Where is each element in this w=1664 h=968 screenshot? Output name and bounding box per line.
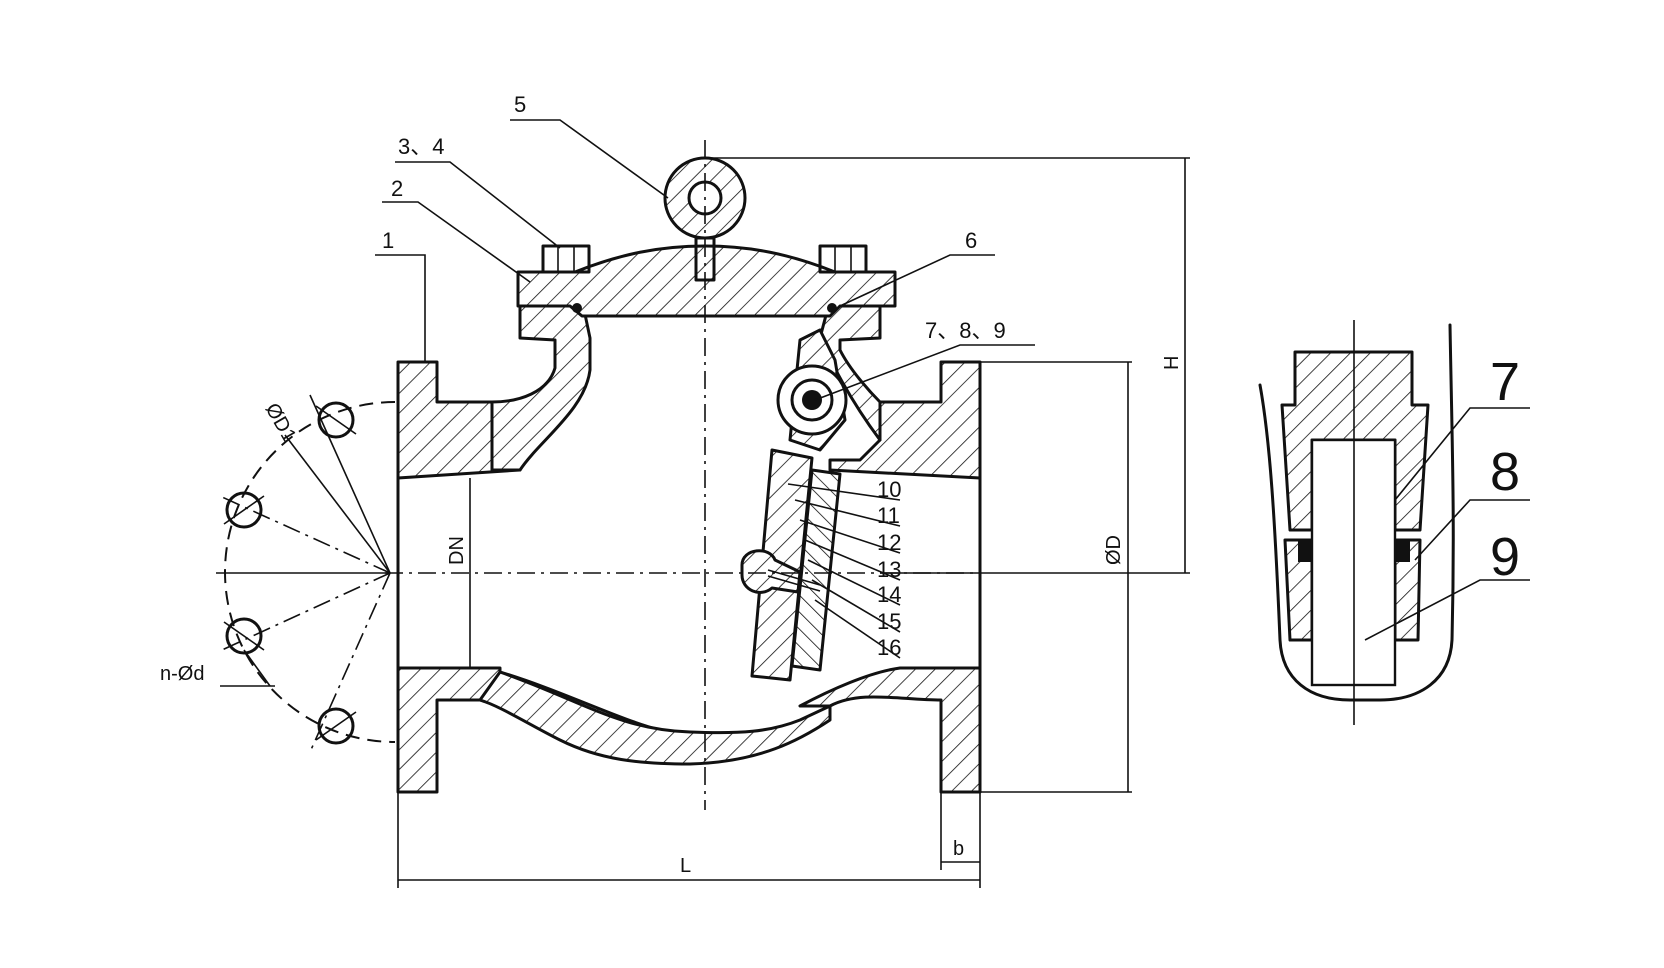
detail-outline: [1258, 323, 1455, 702]
bolt-hole-4: [317, 707, 355, 745]
dim-od1: ØD1: [261, 400, 301, 447]
callout-12: 12: [877, 530, 901, 555]
bolt-left: [541, 244, 591, 274]
dimension-lines: [397, 157, 1190, 888]
detail-callout-7: 7: [1490, 352, 1520, 412]
bolt-hole-2: [225, 491, 263, 529]
gasket-dot-left: [572, 303, 582, 313]
hinge-detail-view: 7 8 9: [1258, 320, 1530, 725]
callout-2: 2: [391, 176, 403, 201]
disc-assembly: [740, 328, 848, 682]
right-flange-bottom: [798, 666, 982, 794]
callout-6: 6: [965, 228, 977, 253]
dimension-labels: ØD1 DN ØD H L b n-Ød: [160, 356, 1183, 877]
detail-callout-9: 9: [1490, 527, 1520, 587]
bonnet: [516, 156, 897, 318]
detail-seal-right: [1394, 540, 1410, 562]
dim-b: b: [953, 838, 964, 860]
dim-od: ØD: [1103, 535, 1125, 565]
bolt-circle-view: [216, 394, 396, 753]
detail-seal-left: [1298, 540, 1314, 562]
callout-11: 11: [877, 503, 900, 528]
dim-l: L: [680, 855, 691, 877]
callout-5: 5: [514, 92, 526, 117]
bolt-hole-1: [317, 401, 355, 439]
seat-ring: [790, 468, 842, 672]
callout-7-8-9: 7、8、9: [925, 318, 1006, 343]
center-lines: [385, 140, 980, 810]
gasket-dot-right: [827, 303, 837, 313]
dim-dn: DN: [446, 536, 468, 565]
dim-n-od: n-Ød: [160, 663, 204, 685]
callout-13: 13: [877, 557, 901, 582]
bolt-right: [818, 244, 868, 274]
valve-body: [396, 298, 982, 794]
bolt-hole-3: [225, 617, 263, 655]
callout-15: 15: [877, 609, 901, 634]
callout-3-4: 3、4: [398, 134, 444, 159]
left-body-wall: [490, 298, 592, 472]
body-bowl: [478, 670, 832, 766]
detail-callout-8: 8: [1490, 442, 1520, 502]
bolt-circle-arc: [224, 401, 396, 743]
right-flange-top: [828, 360, 982, 480]
callout-16: 16: [877, 635, 901, 660]
callout-leaders: [220, 119, 1035, 687]
hinge-pin-core: [802, 390, 822, 410]
callout-14: 14: [877, 582, 901, 607]
callout-1: 1: [382, 228, 394, 253]
callout-10: 10: [877, 477, 901, 502]
dim-h: H: [1161, 356, 1183, 370]
callouts: 1 2 3、4 5 6 7、8、9 10 11 12 13 14 15 16: [382, 92, 1006, 660]
